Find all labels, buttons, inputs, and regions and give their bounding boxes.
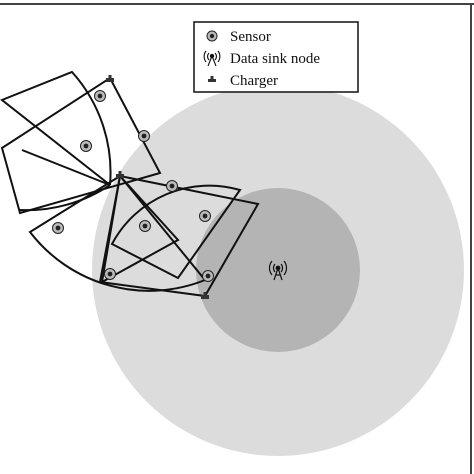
coverage-triangle: [100, 173, 180, 284]
charger-icon: [106, 75, 114, 82]
legend-box: [193, 21, 359, 93]
legend-label-data-sink-node: Data sink node: [230, 51, 320, 67]
coverage-sector-upper-arc: [19, 184, 111, 212]
legend: Sensor Data sink node Charger: [193, 21, 359, 93]
legend-label-sensor: Sensor: [230, 29, 271, 45]
sensor-icon: [199, 210, 211, 222]
coverage-sector-middle: [110, 184, 242, 280]
sensor-icon: [139, 220, 151, 232]
sensor-icon: [94, 90, 106, 102]
sensor-icon: [206, 30, 218, 42]
charger-icon: [201, 292, 209, 299]
sensor-icon: [202, 270, 214, 282]
legend-label-charger: Charger: [230, 73, 278, 89]
sensor-icon: [104, 268, 116, 280]
coverage-sector-upper: [0, 70, 112, 186]
charger-icon: [116, 171, 124, 178]
data-sink-node-icon: [203, 50, 221, 67]
sensor-group: [52, 90, 214, 282]
sensor-icon: [80, 140, 92, 152]
coverage-rectangle-upper: [0, 76, 162, 215]
sensor-icon: [138, 130, 150, 142]
charger-icon: [208, 76, 216, 82]
sensor-icon: [52, 222, 64, 234]
sensor-icon: [166, 180, 178, 192]
coverage-sector-lower: [28, 174, 207, 292]
